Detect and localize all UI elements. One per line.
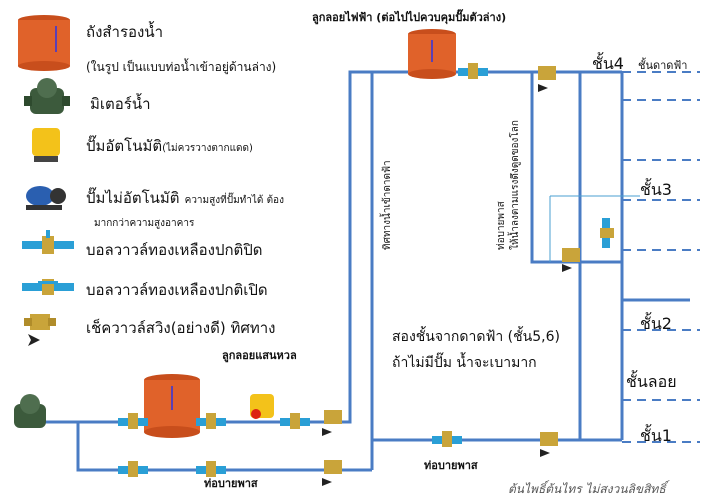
legend-manual-pump-note: ความสูงที่ปั๊มทำได้ ต้อง <box>184 195 284 206</box>
floor-4-label: ชั้น4 <box>592 54 624 73</box>
direction-arrow-icon <box>28 334 40 346</box>
bottom-float-label: ลูกลอยแสนหวล <box>222 349 297 362</box>
floor-3-label: ชั้น3 <box>640 180 672 199</box>
legend-tank-label: ถังสำรองน้ำ <box>86 23 164 41</box>
floor-mezzanine-label: ชั้นลอย <box>626 372 677 391</box>
legend-manual-pump-note2: มากกว่าความสูงอาคาร <box>94 218 195 229</box>
bypass-vertical-label-2: ให้น้ำลงตามแรงดึงดูดของโลก <box>510 120 521 250</box>
legend-valve-open-icon <box>22 279 74 295</box>
legend-meter-label: มิเตอร์น้ำ <box>90 95 151 113</box>
inline-valves <box>118 63 614 477</box>
legend-tank-note: (ในรูป เป็นแบบท่อน้ำเข้าอยู่ด้านล่าง) <box>86 60 277 74</box>
floor-roof-label: ชั้นดาดฟ้า <box>638 59 688 72</box>
legend-check-valve-label: เช็ควาวล์สวิง(อย่างดี) ทิศทาง <box>86 319 276 337</box>
legend-valve-closed-label: บอลวาวล์ทองเหลืองปกติปิด <box>86 241 263 259</box>
bypass-vertical-label-1: ท่อบายพาส <box>496 201 507 250</box>
legend-manual-pump-icon <box>26 186 66 210</box>
bypass-label-1: ท่อบายพาส <box>204 477 258 490</box>
note-line-1: สองชั้นจากดาดฟ้า (ชั้น5,6) <box>392 329 560 345</box>
bypass-label-2: ท่อบายพาส <box>424 459 478 472</box>
floor-1-label: ชั้น1 <box>640 426 672 445</box>
legend-auto-pump-label: ปั๊มอัตโนมัติ <box>86 137 163 155</box>
meter-icon <box>14 394 46 428</box>
legend-valve-open-label: บอลวาวล์ทองเหลืองปกติเปิด <box>86 281 268 299</box>
watermark: ต้นไพธิ์ต้นไทร ไม่สงวนลิขสิทธิ์ <box>508 482 666 496</box>
legend-manual-pump: ปั๊มไม่อัตโนมัติ ความสูงที่ปั๊มทำได้ ต้อ… <box>86 186 284 210</box>
legend-check-valve-icon <box>24 314 56 330</box>
legend-auto-pump: ปั๊มอัตโนมัติ(ไม่ควรวางตากแดด) <box>86 134 253 158</box>
floor-2-label: ชั้น2 <box>640 314 672 333</box>
top-float-label: ลูกลอยไฟฟ้า (ต่อไปไปควบคุมปั๊มตัวล่าง) <box>312 11 507 24</box>
legend-auto-pump-icon <box>32 128 60 162</box>
roof-bypass-pipe <box>530 72 580 264</box>
ground-tank-icon <box>144 374 200 438</box>
legend-tank-icon <box>18 15 70 71</box>
auto-pump-icon <box>250 394 274 419</box>
floor-lines <box>622 71 700 443</box>
lower-bypass-pipe <box>76 422 372 472</box>
note-line-2: ถ้าไม่มีปั๊ม น้ำจะเบามาก <box>392 355 537 371</box>
check-valves <box>322 66 580 486</box>
legend-valve-closed-icon <box>22 230 74 254</box>
legend-manual-pump-label: ปั๊มไม่อัตโนมัติ <box>86 189 180 207</box>
legend-meter-icon <box>24 78 70 114</box>
roof-tank-icon <box>408 29 456 79</box>
pipe-network <box>30 70 690 472</box>
legend-auto-pump-note: (ไม่ควรวางตากแดด) <box>162 143 253 154</box>
riser-direction-label: ทิศทางน้ำเข้าดาดฟ้า <box>382 160 393 250</box>
